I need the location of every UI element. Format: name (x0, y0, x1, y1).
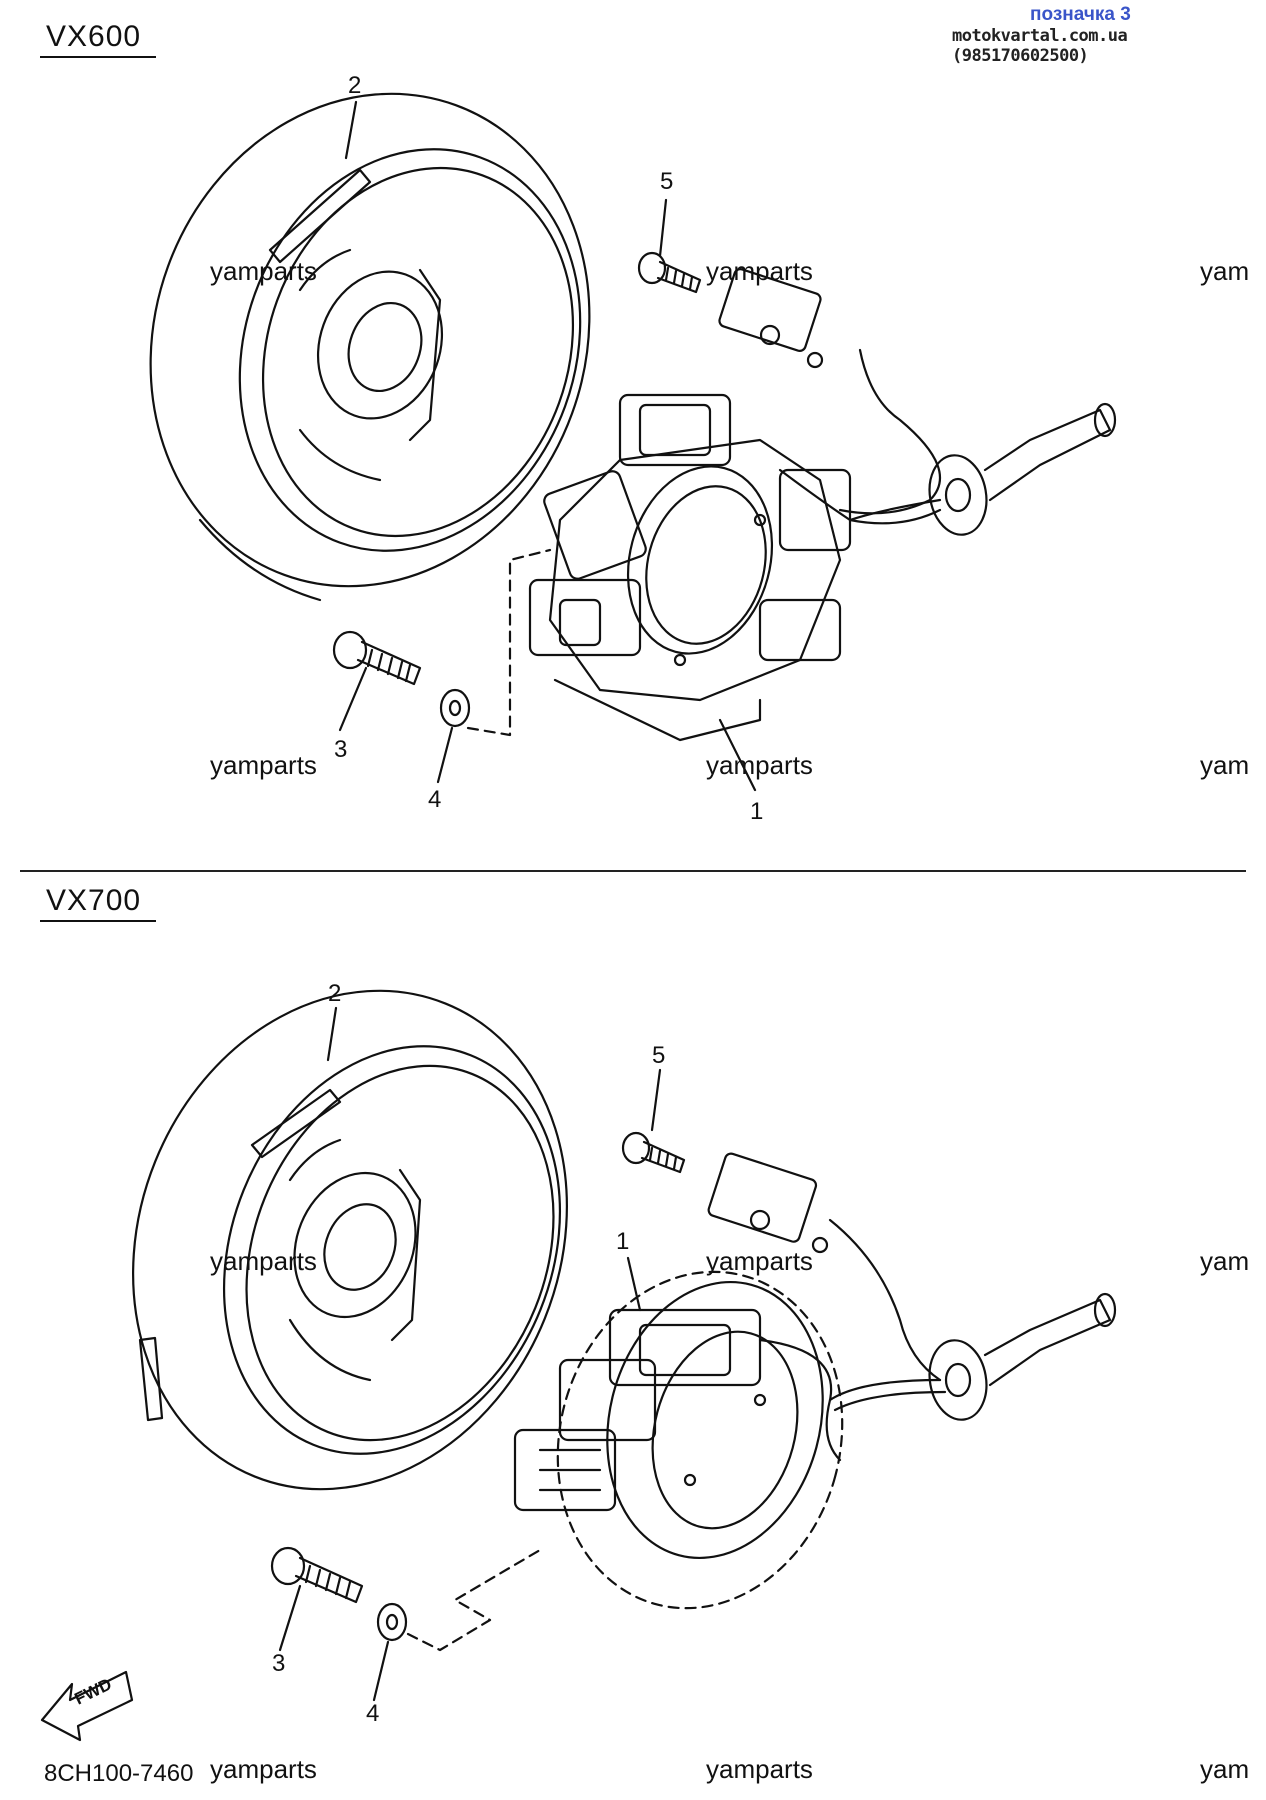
watermark: yamparts (706, 256, 813, 286)
callout-2-vx600: 2 (348, 72, 362, 99)
callout-1-vx700: 1 (616, 1228, 630, 1255)
flywheel-rotor-drawing (149, 92, 591, 602)
callout-4-vx700: 4 (366, 1700, 380, 1727)
callout-1-vx600: 1 (750, 798, 764, 825)
wire-harness-drawing (707, 1152, 1117, 1421)
stator-assembly-drawing (513, 1270, 844, 1610)
vx600-exploded-diagram (149, 92, 1117, 792)
screw-3-drawing (270, 1546, 364, 1604)
watermark: yamparts (706, 1754, 813, 1784)
diagram-part-code: 8CH100-7460 (44, 1760, 194, 1787)
watermark: yam (1200, 750, 1250, 780)
callout-5-vx700: 5 (652, 1042, 666, 1069)
flywheel-rotor-drawing (132, 989, 568, 1491)
watermark: yam (1200, 1754, 1250, 1784)
model-underline (40, 920, 156, 922)
watermark: yamparts (210, 750, 317, 780)
callout-3-vx600: 3 (334, 736, 348, 763)
screw-3-drawing (332, 630, 422, 686)
screw-5-drawing (621, 1131, 686, 1174)
watermark: yamparts (706, 1246, 813, 1276)
model-title-vx700: VX700 (46, 884, 142, 917)
model-underline (40, 56, 156, 58)
screw-5-drawing (637, 251, 702, 294)
header-site-text: motokvartal.com.ua (985170602500) (952, 26, 1128, 66)
wire-harness-drawing (718, 268, 1117, 536)
fwd-label: FWD (71, 1674, 115, 1709)
washer-4-drawing (439, 688, 471, 728)
callout-4-vx600: 4 (428, 786, 442, 813)
callout-2-vx700: 2 (328, 980, 342, 1007)
watermark: yamparts (210, 1246, 317, 1276)
watermark: yam (1200, 1246, 1250, 1276)
header-link[interactable]: позначка 3 (1030, 4, 1131, 25)
section-divider (20, 870, 1246, 872)
callout-5-vx600: 5 (660, 168, 674, 195)
stator-assembly-drawing (528, 393, 942, 742)
watermark: yamparts (706, 750, 813, 780)
watermark: yamparts (210, 256, 317, 286)
callout-3-vx700: 3 (272, 1650, 286, 1677)
washer-4-drawing (376, 1602, 408, 1642)
watermark: yamparts (210, 1754, 317, 1784)
model-title-vx600: VX600 (46, 20, 142, 53)
watermark: yam (1200, 256, 1250, 286)
